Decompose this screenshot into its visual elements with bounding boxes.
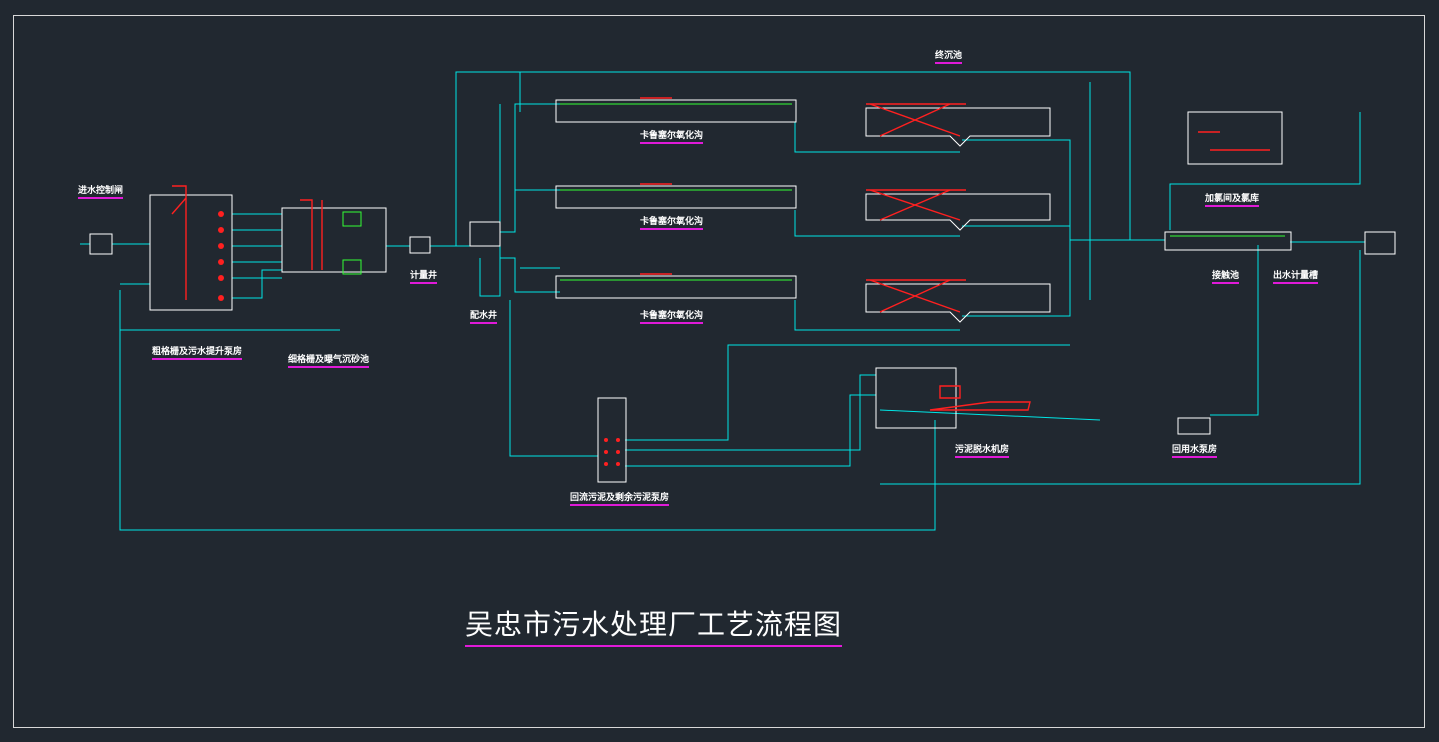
drawing-border	[13, 15, 1425, 728]
chlorine-line	[1169, 112, 1361, 230]
label-oxidation-ditch-3: 卡鲁塞尔氧化沟	[640, 308, 704, 324]
drain-return-pipe	[119, 290, 936, 531]
reuse-return-pipe	[880, 250, 1361, 485]
ditch-1	[555, 99, 797, 123]
excess-sludge-pipe	[625, 374, 876, 451]
label-meter-well: 计量井	[410, 268, 438, 284]
reuse-supply-pipe	[1210, 245, 1259, 416]
chlorination-building	[1187, 111, 1283, 165]
clarifier-outlet-pipes	[962, 139, 1071, 317]
label-final-clarifier: 终沉池	[935, 48, 963, 64]
label-distribution-well: 配水井	[470, 308, 498, 324]
top-overflow-pipe	[455, 71, 1131, 246]
label-chlorination: 加氯间及氯库	[1205, 191, 1260, 207]
return-sludge-pipe	[625, 344, 1070, 441]
ditch-outlet-pipes	[794, 122, 960, 331]
sludge-cake-out	[879, 409, 1101, 421]
coarse-screen-building	[149, 194, 233, 311]
label-oxidation-ditch-2: 卡鲁塞尔氧化沟	[640, 214, 704, 230]
reuse-pump-box	[1177, 417, 1211, 435]
label-dewatering: 污泥脱水机房	[955, 442, 1010, 458]
inlet-gate-box	[89, 233, 113, 255]
contact-tank-box	[1164, 231, 1292, 251]
distribution-well-box	[469, 221, 501, 247]
label-coarse-screen: 粗格栅及污水提升泵房	[152, 344, 243, 360]
label-contact-tank: 接触池	[1212, 268, 1240, 284]
fine-screen-rake	[300, 199, 323, 270]
clarifier-2	[865, 193, 1051, 231]
label-reuse-pump: 回用水泵房	[1172, 442, 1218, 458]
return-link	[479, 104, 501, 297]
ditch-aerators	[640, 97, 672, 275]
label-oxidation-ditch-1: 卡鲁塞尔氧化沟	[640, 128, 704, 144]
ditch-2	[555, 185, 797, 209]
clarifier-bridges	[866, 103, 966, 281]
label-outlet-meter: 出水计量槽	[1273, 268, 1319, 284]
excess-sludge-pipe-2	[625, 394, 876, 467]
pump-outlet-pipes	[232, 213, 282, 299]
outlet-structure	[1364, 231, 1396, 255]
label-inlet-gate: 进水控制闸	[78, 183, 124, 199]
return-sludge-pump-house	[597, 397, 627, 483]
distribution-pipes	[500, 103, 560, 293]
clarifier-trusses	[869, 103, 961, 313]
drawing-title: 吴忠市污水处理厂工艺流程图	[465, 603, 843, 647]
label-return-sludge-pump: 回流污泥及剩余污泥泵房	[570, 490, 670, 506]
dewatering-press	[929, 385, 1031, 411]
meter-well-box	[409, 236, 431, 254]
coarse-screen-rake	[171, 185, 187, 300]
ditch-3	[555, 275, 797, 299]
label-fine-screen: 细格栅及曝气沉砂池	[288, 352, 370, 368]
chlorinators	[1198, 131, 1270, 151]
return-sludge-to-ditches	[509, 300, 598, 457]
fine-screen-building	[281, 207, 387, 273]
